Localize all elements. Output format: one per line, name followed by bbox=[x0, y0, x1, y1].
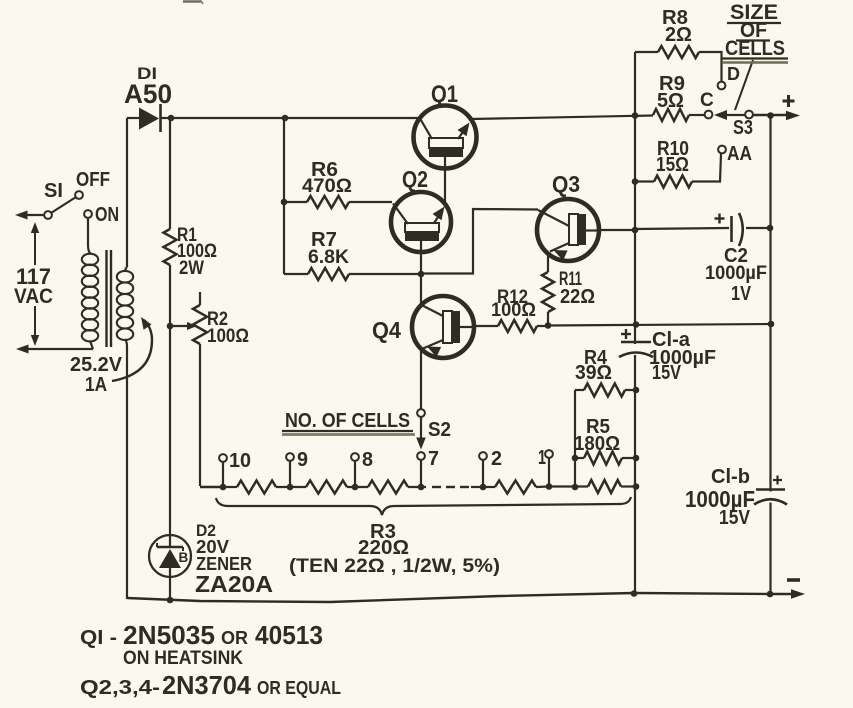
svg-text:100Ω: 100Ω bbox=[177, 241, 217, 262]
svg-text:R4: R4 bbox=[584, 347, 608, 369]
svg-text:OR EQUAL: OR EQUAL bbox=[257, 678, 341, 698]
svg-text:R7: R7 bbox=[311, 229, 337, 251]
svg-text:5Ω: 5Ω bbox=[657, 90, 684, 112]
svg-text:ZA20A: ZA20A bbox=[195, 571, 273, 597]
svg-text:R6: R6 bbox=[311, 159, 338, 181]
svg-text:R8: R8 bbox=[662, 7, 688, 29]
svg-text:ON: ON bbox=[95, 204, 119, 226]
svg-text:9: 9 bbox=[297, 449, 308, 471]
svg-text:1V: 1V bbox=[731, 283, 752, 305]
svg-text:117: 117 bbox=[16, 264, 51, 289]
svg-text:R1: R1 bbox=[177, 225, 197, 246]
svg-text:Cl-b: Cl-b bbox=[711, 466, 750, 488]
svg-text:R5: R5 bbox=[586, 416, 610, 438]
svg-text:OF: OF bbox=[740, 19, 767, 42]
svg-text:2N3704: 2N3704 bbox=[162, 670, 252, 700]
svg-text:A50: A50 bbox=[124, 79, 172, 109]
svg-text:25.2V: 25.2V bbox=[70, 354, 123, 376]
svg-text:Q2: Q2 bbox=[402, 166, 428, 192]
svg-text:AA: AA bbox=[727, 143, 752, 165]
svg-text:Q3: Q3 bbox=[552, 171, 580, 197]
svg-text:7: 7 bbox=[428, 448, 439, 470]
svg-text:Q1: Q1 bbox=[431, 81, 458, 108]
svg-text:20V: 20V bbox=[196, 537, 229, 557]
svg-text:15V: 15V bbox=[652, 362, 682, 384]
svg-text:VAC: VAC bbox=[14, 285, 53, 308]
svg-text:B: B bbox=[179, 550, 189, 565]
svg-text:1000µF: 1000µF bbox=[649, 347, 716, 369]
svg-text:CELLS: CELLS bbox=[725, 37, 785, 60]
svg-text:OFF: OFF bbox=[76, 169, 110, 191]
svg-text:R3: R3 bbox=[370, 521, 396, 543]
svg-text:39Ω: 39Ω bbox=[575, 362, 612, 384]
svg-text:S3: S3 bbox=[733, 117, 753, 139]
svg-text:22Ω: 22Ω bbox=[560, 286, 595, 308]
svg-text:OR: OR bbox=[221, 628, 248, 648]
svg-text:QI -: QI - bbox=[80, 627, 117, 649]
svg-text:2: 2 bbox=[491, 448, 502, 470]
svg-text:1A: 1A bbox=[85, 374, 107, 396]
svg-text:220Ω: 220Ω bbox=[358, 537, 409, 559]
svg-text:15V: 15V bbox=[719, 507, 751, 529]
svg-text:180Ω: 180Ω bbox=[574, 433, 620, 455]
svg-text:R12: R12 bbox=[497, 287, 528, 308]
svg-text:2N5035: 2N5035 bbox=[123, 620, 215, 650]
svg-text:100Ω: 100Ω bbox=[491, 300, 536, 321]
svg-text:40513: 40513 bbox=[255, 620, 323, 650]
svg-text:ZENER: ZENER bbox=[196, 554, 252, 574]
svg-text:S2: S2 bbox=[428, 419, 451, 441]
svg-text:1000µF: 1000µF bbox=[685, 486, 755, 512]
svg-text:R11: R11 bbox=[559, 269, 582, 290]
svg-text:15Ω: 15Ω bbox=[656, 154, 689, 176]
svg-text:SI: SI bbox=[44, 180, 63, 202]
svg-text:R2: R2 bbox=[207, 309, 228, 330]
svg-text:NO. OF CELLS: NO. OF CELLS bbox=[285, 410, 410, 432]
svg-text:D2: D2 bbox=[196, 521, 216, 540]
svg-text:(TEN 22Ω , 1/2W, 5%): (TEN 22Ω , 1/2W, 5%) bbox=[289, 556, 500, 577]
svg-text:R9: R9 bbox=[659, 73, 685, 95]
svg-text:2Ω: 2Ω bbox=[665, 24, 692, 46]
svg-text:Q4: Q4 bbox=[372, 317, 401, 343]
svg-text:R10: R10 bbox=[657, 138, 689, 160]
svg-text:2W: 2W bbox=[179, 258, 204, 279]
svg-text:C2: C2 bbox=[724, 245, 748, 267]
svg-text:8: 8 bbox=[362, 449, 373, 471]
svg-text:C: C bbox=[700, 90, 714, 111]
svg-text:Cl-a: Cl-a bbox=[652, 329, 691, 351]
svg-text:1: 1 bbox=[538, 447, 546, 469]
svg-text:6.8K: 6.8K bbox=[308, 247, 349, 268]
svg-text:100Ω: 100Ω bbox=[207, 326, 249, 347]
svg-text:DI: DI bbox=[137, 64, 157, 83]
svg-text:D: D bbox=[727, 64, 740, 84]
svg-text:470Ω: 470Ω bbox=[302, 176, 352, 197]
svg-text:SIZE: SIZE bbox=[730, 1, 778, 24]
svg-text:10: 10 bbox=[229, 450, 251, 472]
svg-text:ON HEATSINK: ON HEATSINK bbox=[123, 648, 243, 669]
svg-text:1000µF: 1000µF bbox=[705, 263, 767, 284]
svg-text:Q2,3,4-: Q2,3,4- bbox=[80, 677, 160, 699]
